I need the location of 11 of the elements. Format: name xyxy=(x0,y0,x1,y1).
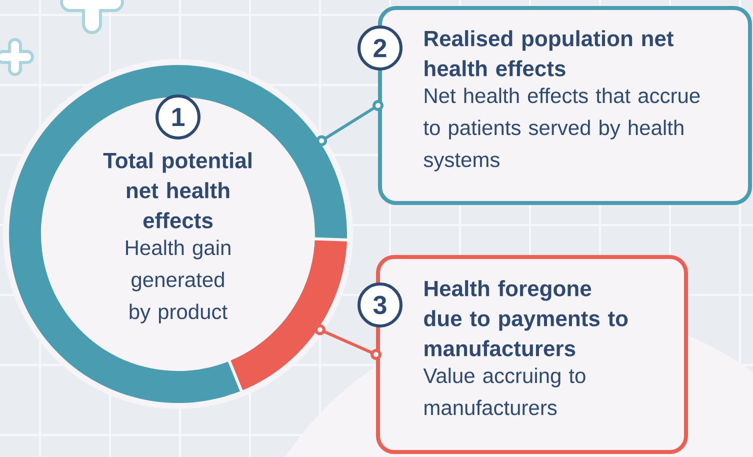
heading: Realised population net health effects xyxy=(424,30,674,76)
heading: Health foregone due to payments to manufacturers xyxy=(424,280,628,356)
number-badge: 1 xyxy=(156,94,200,140)
description: Net health effects that accrue to patients served by health systems xyxy=(424,88,700,172)
heading: Total potential net health effects xyxy=(103,152,252,228)
number-badge: 2 xyxy=(358,26,402,70)
connector-line xyxy=(314,324,382,360)
description: Value accruing to manufacturers xyxy=(423,368,586,416)
description: Health gain generated by product xyxy=(126,240,230,324)
connector-line xyxy=(316,100,384,146)
number-badge: 3 xyxy=(358,282,402,328)
